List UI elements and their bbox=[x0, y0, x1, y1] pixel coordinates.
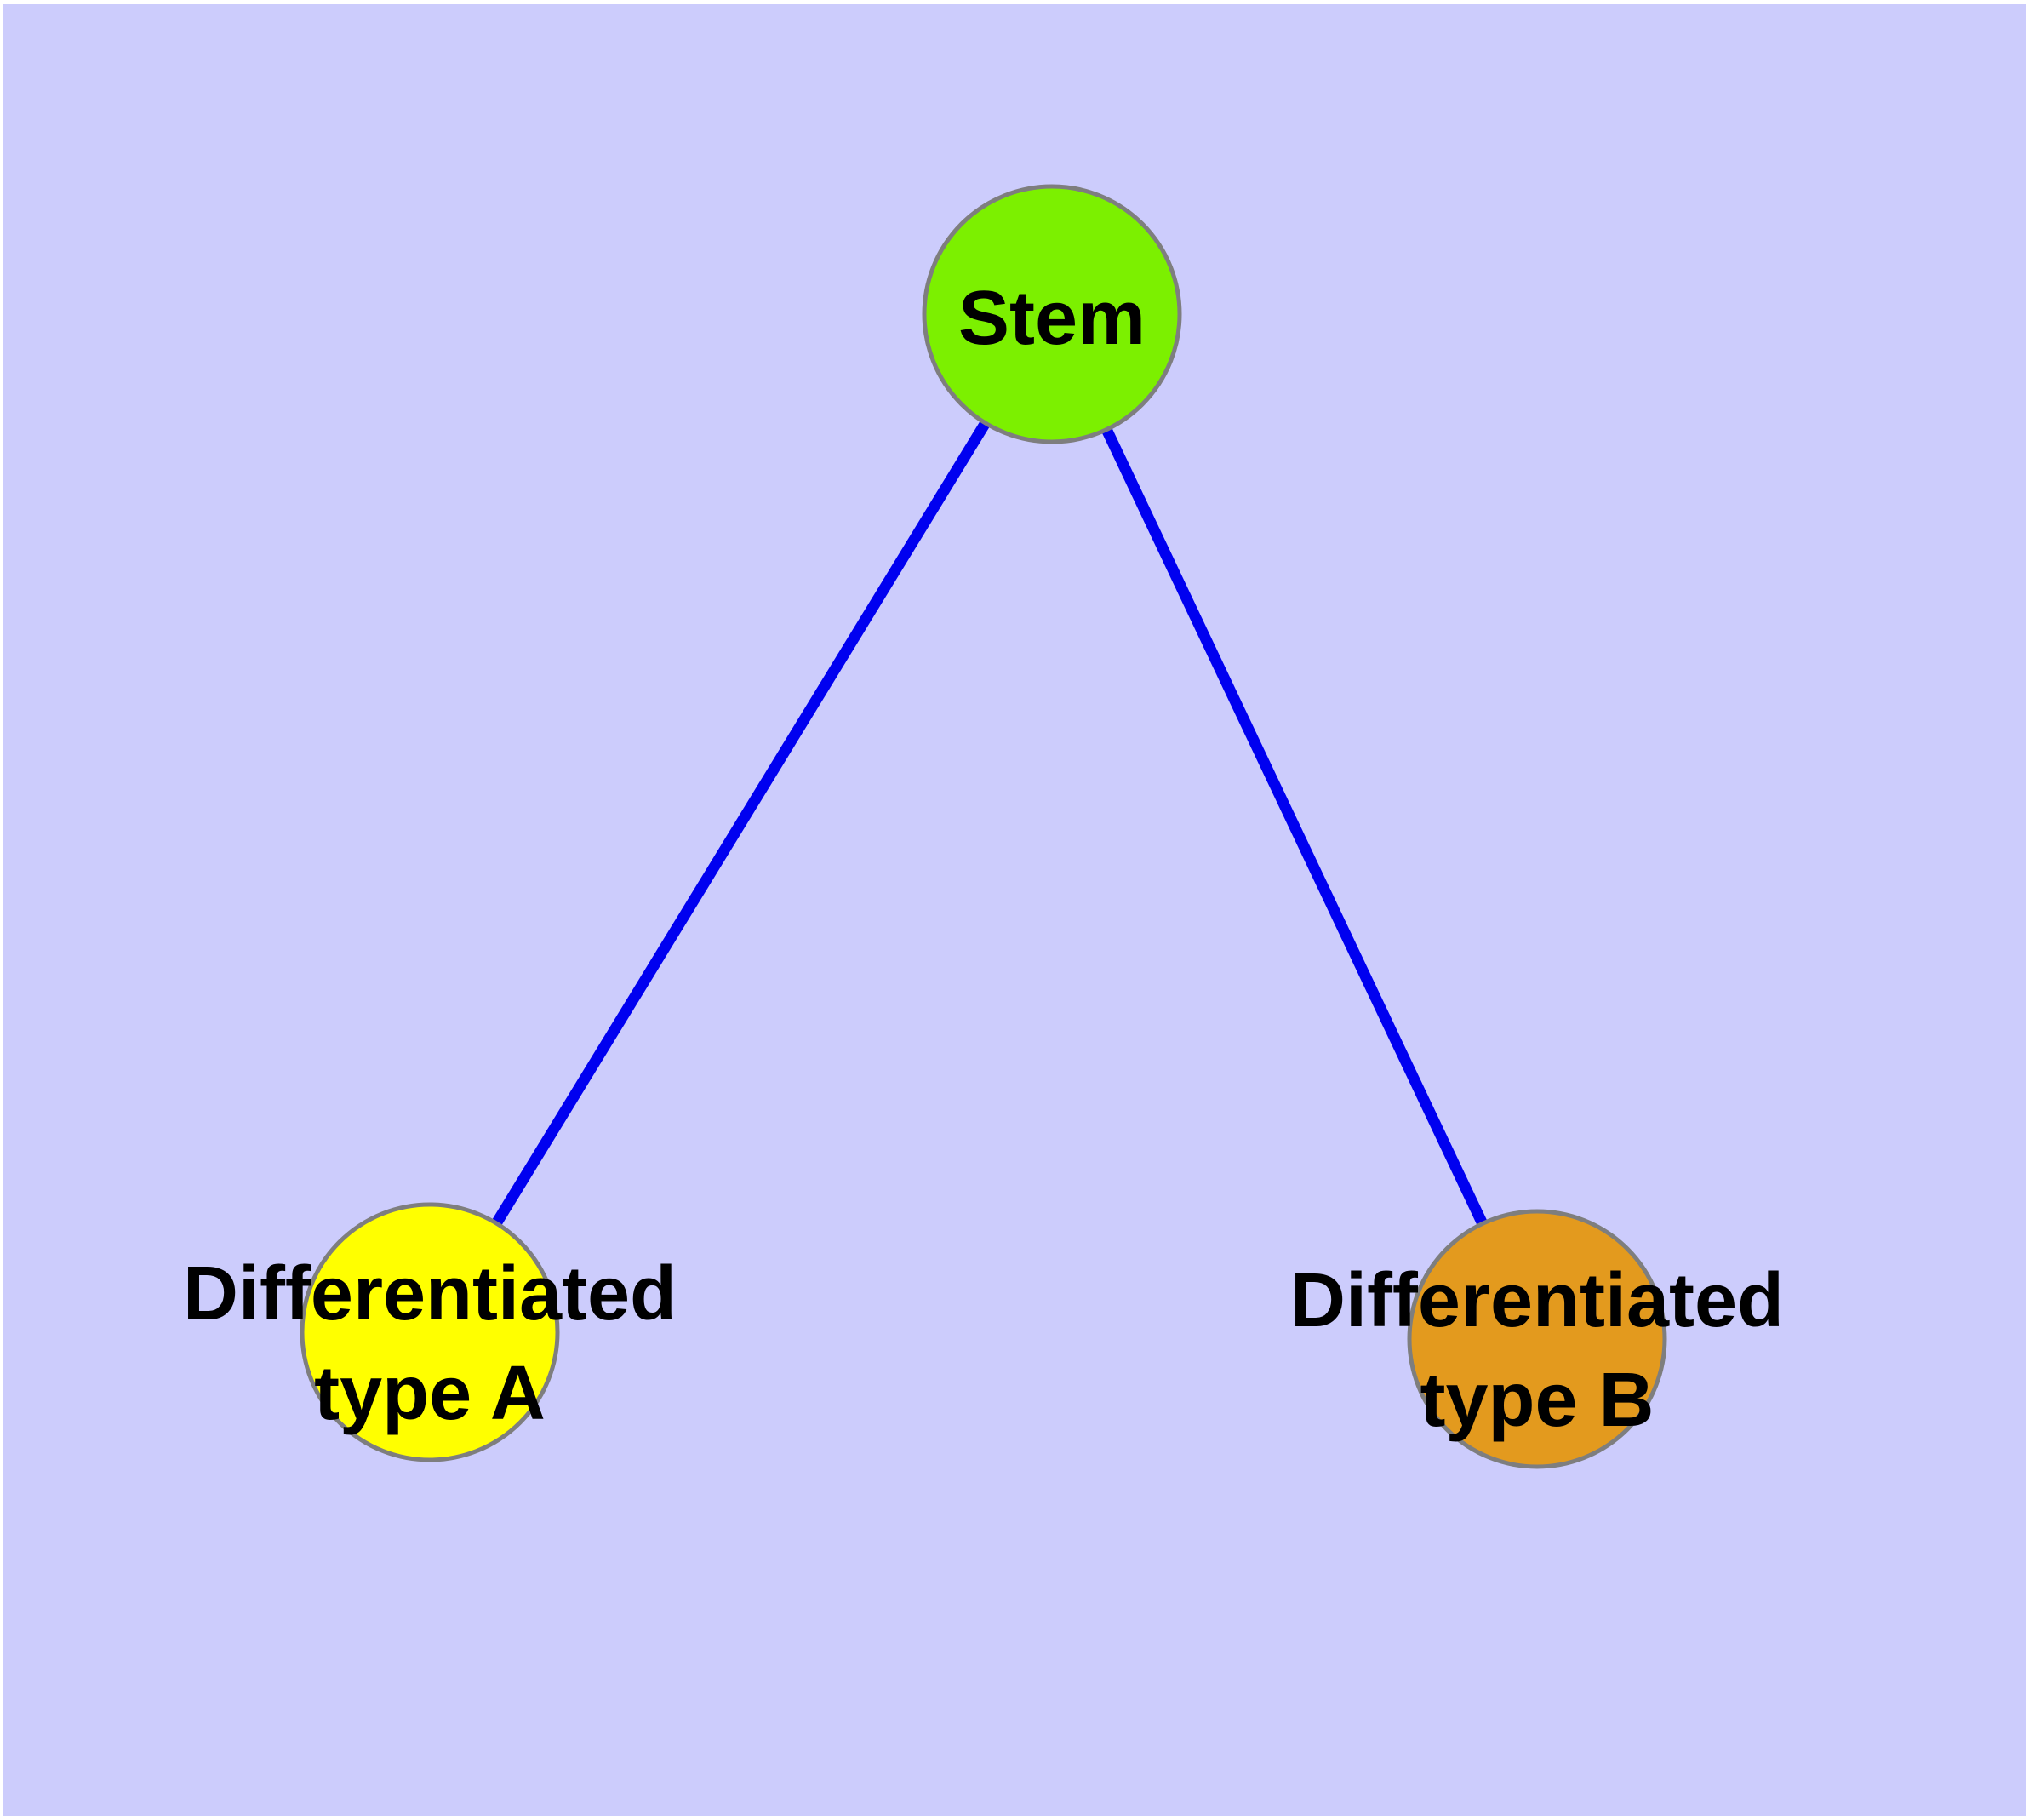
type-a-label-line-1: Differentiated bbox=[183, 1251, 677, 1336]
type-b-node bbox=[1407, 1209, 1667, 1469]
edge-stem-to-type-a bbox=[425, 311, 1057, 1336]
stem-node bbox=[922, 184, 1182, 444]
type-b-label-line-1: Differentiated bbox=[1290, 1258, 1784, 1343]
type-a-label-line-2: type A bbox=[314, 1351, 546, 1436]
stem-node-label: Stem bbox=[958, 276, 1146, 361]
type-a-node bbox=[300, 1202, 560, 1462]
type-b-label-line-2: type B bbox=[1420, 1358, 1654, 1443]
edge-stem-to-type-b bbox=[1047, 312, 1542, 1342]
